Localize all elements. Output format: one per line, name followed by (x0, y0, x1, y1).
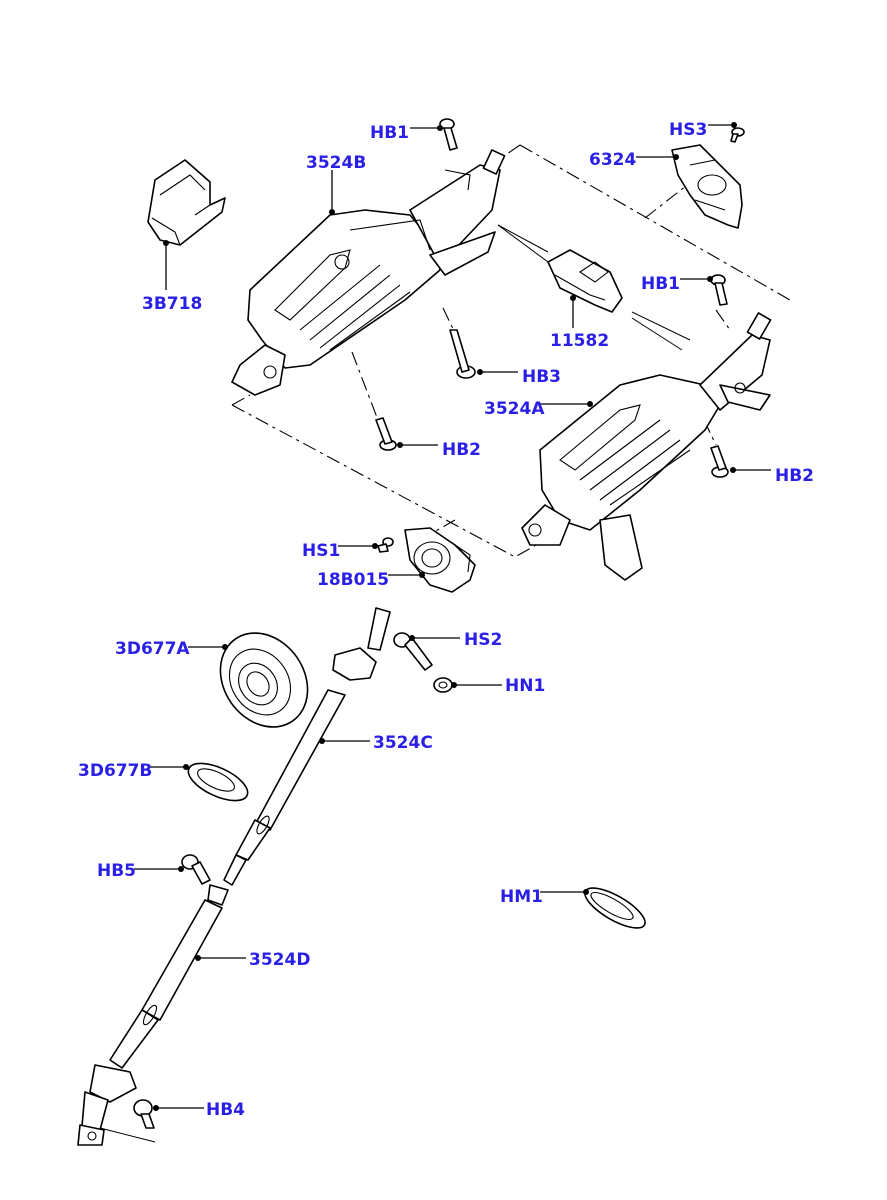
label-3d677b: 3D677B (78, 761, 152, 781)
bolt-hb1-top-part (439, 118, 458, 151)
label-3d677a: 3D677A (115, 639, 190, 659)
label-hb1-right: HB1 (641, 274, 680, 294)
label-hb2-left: HB2 (442, 440, 481, 460)
label-6324: 6324 (589, 150, 636, 170)
grommet-hm1-part (584, 887, 646, 929)
shaft-3524c-part (223, 607, 391, 886)
module-11582-part (547, 249, 623, 313)
bolt-hb2-left-part (375, 417, 397, 451)
label-hm1: HM1 (500, 887, 543, 907)
label-3524b: 3524B (306, 153, 366, 173)
label-18b015: 18B015 (317, 570, 389, 590)
bolt-hb5-part (181, 854, 211, 885)
label-hb4: HB4 (206, 1100, 245, 1120)
label-3524c: 3524C (373, 733, 433, 753)
clockspring-18b015-part (404, 527, 476, 593)
label-3524a: 3524A (484, 399, 545, 419)
bracket-6324-part (671, 144, 743, 229)
screw-hs2-part (393, 632, 433, 671)
label-3524d: 3524D (249, 950, 310, 970)
shroud-3b718-part (147, 159, 226, 246)
label-hs2: HS2 (464, 630, 502, 650)
screw-hs1-part (377, 537, 394, 553)
label-hs3: HS3 (669, 120, 707, 140)
label-3b718: 3B718 (142, 294, 202, 314)
steering-column-3524a-part (521, 312, 772, 581)
label-hn1: HN1 (505, 676, 545, 696)
callout-labels: HB1 3524B HS3 6324 3B718 HB1 11582 HB3 3… (78, 120, 814, 1120)
seal-3d677b-part (187, 762, 249, 802)
nut-hn1-part (433, 677, 453, 693)
label-hb3: HB3 (522, 367, 561, 387)
bolt-hb4-part (133, 1099, 155, 1129)
shaft-3524d-part (77, 884, 229, 1146)
label-hs1: HS1 (302, 541, 340, 561)
label-hb5: HB5 (97, 861, 136, 881)
leader-lines (134, 122, 771, 1111)
steering-column-3524b-part (231, 149, 506, 396)
bolt-hb1-right-part (710, 274, 728, 306)
bolt-hb3-part (449, 329, 476, 379)
label-hb2-right: HB2 (775, 466, 814, 486)
label-hb1-top: HB1 (370, 123, 409, 143)
seal-3d677a-part (219, 632, 309, 728)
screw-hs3-part (730, 127, 745, 143)
bolt-hb2-right-part (710, 445, 729, 478)
label-11582: 11582 (550, 331, 609, 351)
